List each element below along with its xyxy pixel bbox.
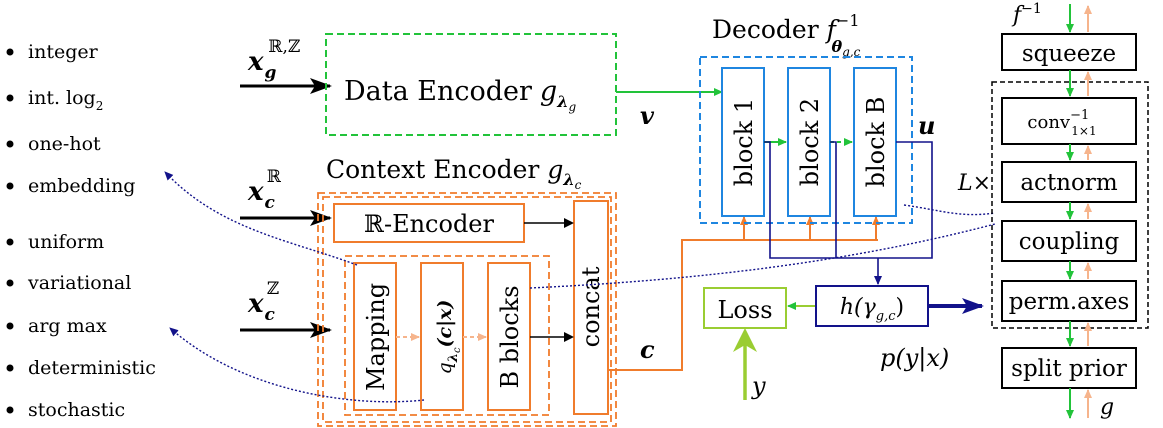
option-item: int. log2: [6, 87, 103, 113]
bullet-icon: [6, 94, 14, 102]
option-one-hot: one-hot: [28, 133, 101, 155]
split-label: split prior: [1011, 356, 1127, 382]
decoder-to-flow-link: [903, 204, 996, 216]
loss-block: Loss y: [703, 287, 787, 400]
option-item: integer: [6, 41, 99, 63]
repeat-label: L×: [957, 171, 991, 196]
perm-box: [1001, 280, 1137, 322]
option-item: deterministic: [6, 357, 156, 379]
coupling-box: [1001, 220, 1137, 262]
option-item: arg max: [6, 315, 107, 337]
input-xg-label: xgℝ,ℤ: [247, 37, 300, 83]
option-item: embedding: [6, 175, 135, 197]
decoder-block-B-label: block B: [862, 97, 890, 188]
flow-bottom-label: g: [1100, 395, 1114, 420]
b-blocks-label: B blocks: [496, 285, 524, 388]
v-label: v: [640, 101, 655, 130]
input-xcZ: xcℤ: [240, 279, 332, 338]
bullet-icon: [6, 140, 14, 148]
bullet-icon: [6, 364, 14, 372]
actnorm-label: actnorm: [1020, 170, 1117, 196]
option-list-1: integer int. log2 one-hot embedding: [6, 41, 135, 197]
input-xg: xgℝ,ℤ: [240, 37, 332, 94]
h-block: h(γg,c): [815, 285, 929, 327]
decoder-block-1-label: block 1: [730, 98, 758, 186]
data-encoder-box: [325, 33, 617, 136]
loss-label: Loss: [717, 296, 772, 324]
bullet-icon: [6, 406, 14, 414]
c-line: [608, 239, 878, 371]
option-stochastic: stochastic: [28, 399, 125, 421]
option-item: stochastic: [6, 399, 125, 421]
decoder-box: [699, 56, 913, 224]
bullet-icon: [6, 182, 14, 190]
option-variational: variational: [27, 272, 131, 294]
concat-box: [573, 200, 609, 415]
option-list-2: uniform variational arg max deterministi…: [6, 231, 156, 421]
decoder-block-2-label: block 2: [796, 98, 824, 186]
option-integer: integer: [28, 41, 99, 63]
loss-box: [703, 287, 787, 329]
option-item: one-hot: [6, 133, 101, 155]
y-label: y: [751, 372, 766, 400]
flow-top-label: f−1: [1011, 1, 1042, 28]
q-box: [420, 262, 464, 411]
r-encoder-label: ℝ-Encoder: [364, 210, 494, 238]
option-arg-max: arg max: [28, 315, 107, 337]
split-box: [1001, 347, 1137, 389]
context-encoder-outer-box: [317, 192, 617, 427]
actnorm-box: [1001, 161, 1137, 203]
option-embedding: embedding: [28, 175, 135, 197]
mapping-label: Mapping: [362, 283, 390, 391]
navy-skip-line-1: [764, 141, 933, 259]
u-label: u: [918, 111, 935, 140]
flow-connectors: [1066, 70, 1092, 419]
h-label: h(γg,c): [840, 295, 904, 324]
option-deterministic: deterministic: [28, 357, 156, 379]
input-xcR: xcℝ: [240, 167, 332, 226]
squeeze-box: [1001, 33, 1137, 71]
h-box: [815, 285, 929, 327]
y-to-loss-arrowhead: [733, 328, 757, 352]
discrete-encoder-box: [344, 255, 550, 416]
c-label: c: [640, 335, 655, 364]
squeeze-label: squeeze: [1022, 41, 1116, 67]
q-label: qλc(c|x): [434, 300, 463, 375]
bblocks-to-flow-link: [529, 223, 996, 289]
navy-skip-line-2: [830, 141, 837, 258]
bullet-icon: [6, 322, 14, 330]
option-uniform: uniform: [28, 231, 104, 253]
coupling-label: coupling: [1019, 229, 1120, 255]
option-int-log2: int. log2: [28, 87, 103, 113]
bullet-icon: [6, 238, 14, 246]
bullet-icon: [6, 279, 14, 287]
decoder-block-2: [787, 67, 831, 217]
bullet-icon: [6, 48, 14, 56]
perm-label: perm.axes: [1009, 289, 1130, 315]
q-to-argmax-link: [169, 327, 425, 403]
context-encoder-inner-box: [322, 196, 612, 423]
decoder-block-1: [721, 67, 765, 217]
mapping-box: [353, 262, 397, 411]
option-item: variational: [6, 272, 131, 294]
input-xcZ-label: xcℤ: [247, 279, 279, 325]
posterior-label: p(y|x): [880, 344, 949, 373]
concat-label: concat: [577, 266, 605, 347]
option-item: uniform: [6, 231, 104, 253]
b-blocks-box: [487, 262, 531, 411]
input-xcR-label: xcℝ: [247, 167, 282, 213]
